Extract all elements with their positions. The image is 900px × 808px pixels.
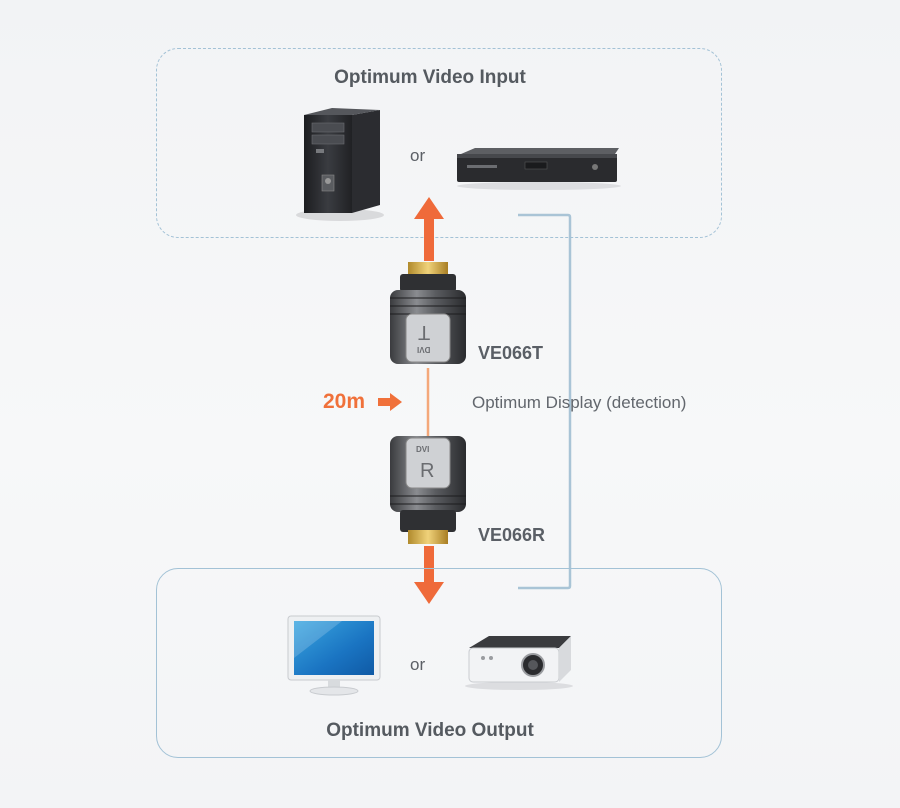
input-or-label: or bbox=[410, 146, 426, 165]
detection-feedback-line bbox=[518, 213, 572, 590]
output-box-title: Optimum Video Output bbox=[326, 720, 534, 741]
detection-feedback-label: Optimum Display (detection) bbox=[472, 393, 687, 412]
ve066r-receiver-icon bbox=[390, 436, 466, 544]
input-box bbox=[156, 48, 722, 238]
receiver-brand: DVI bbox=[416, 445, 430, 454]
distance-label: 20m bbox=[323, 390, 366, 413]
up-arrow-icon bbox=[414, 197, 444, 261]
distance-arrow-icon bbox=[378, 393, 402, 411]
transmitter-brand: DVI bbox=[417, 345, 431, 354]
transmitter-model-label: VE066T bbox=[478, 343, 544, 363]
output-box bbox=[156, 568, 722, 758]
input-box-title: Optimum Video Input bbox=[334, 67, 526, 88]
output-or-label: or bbox=[410, 655, 426, 674]
down-arrow-icon bbox=[414, 546, 444, 604]
projector-icon bbox=[465, 636, 573, 690]
monitor-icon bbox=[287, 615, 381, 696]
receiver-model-label: VE066R bbox=[478, 525, 546, 545]
receiver-letter: R bbox=[420, 460, 435, 482]
transmitter-letter: T bbox=[418, 321, 431, 343]
pc-tower-icon bbox=[296, 108, 384, 221]
dvd-player-icon bbox=[457, 148, 621, 190]
ve066t-transmitter-icon bbox=[390, 262, 466, 364]
